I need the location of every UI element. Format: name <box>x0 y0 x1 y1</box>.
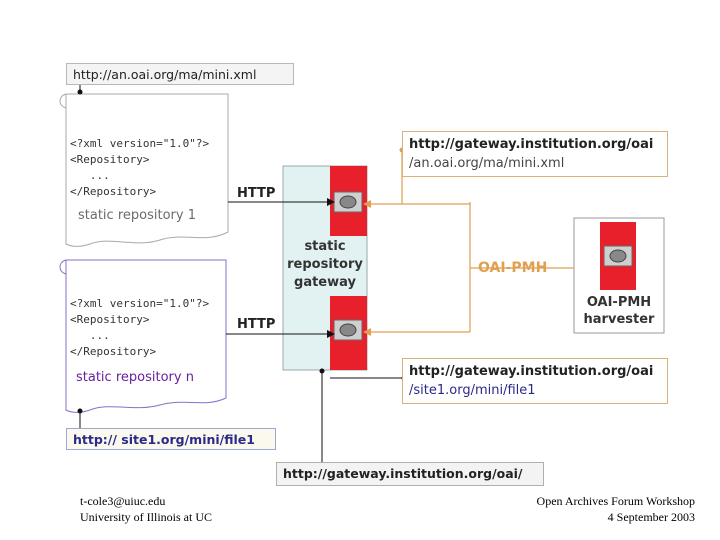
document-1-xml: <?xml version="1.0"?> <Repository> ... <… <box>70 137 210 198</box>
document-1-shape <box>65 93 229 247</box>
url-gateway-top[interactable]: http://gateway.institution.org/oai /an.o… <box>402 131 668 177</box>
footer-university: University of Illinois at UC <box>80 510 212 524</box>
footer-right: Open Archives Forum Workshop 4 September… <box>537 493 695 525</box>
http-label-bottom: HTTP <box>237 317 276 332</box>
url-gateway-top-line2: /an.oai.org/ma/mini.xml <box>409 156 565 171</box>
url-gateway-base[interactable]: http://gateway.institution.org/oai/ <box>276 462 544 486</box>
url-static-repo-n[interactable]: http:// site1.org/mini/file1 <box>66 428 276 450</box>
gateway-label: static repository gateway <box>287 239 363 290</box>
footer-email: t-cole3@uiuc.edu <box>80 494 166 508</box>
footer-left: t-cole3@uiuc.edu University of Illinois … <box>80 493 212 525</box>
url-gateway-mid-line2: /site1.org/mini/file1 <box>409 383 536 398</box>
url-gateway-mid-line1: http://gateway.institution.org/oai <box>409 364 654 379</box>
document-n-shape <box>65 259 227 413</box>
http-label-top: HTTP <box>237 186 276 201</box>
url-gateway-top-line1: http://gateway.institution.org/oai <box>409 137 654 152</box>
document-n-name: static repository n <box>76 370 194 385</box>
url-gateway-mid[interactable]: http://gateway.institution.org/oai /site… <box>402 358 668 404</box>
document-1-name: static repository 1 <box>78 208 196 223</box>
document-n-xml: <?xml version="1.0"?> <Repository> ... <… <box>70 297 210 358</box>
footer-workshop: Open Archives Forum Workshop <box>536 494 695 508</box>
harvester-label: OAI-PMH harvester <box>583 295 655 327</box>
url-static-repo-1[interactable]: http://an.oai.org/ma/mini.xml <box>66 63 294 85</box>
footer-date: 4 September 2003 <box>607 510 695 524</box>
oai-pmh-label: OAI-PMH <box>478 260 548 276</box>
